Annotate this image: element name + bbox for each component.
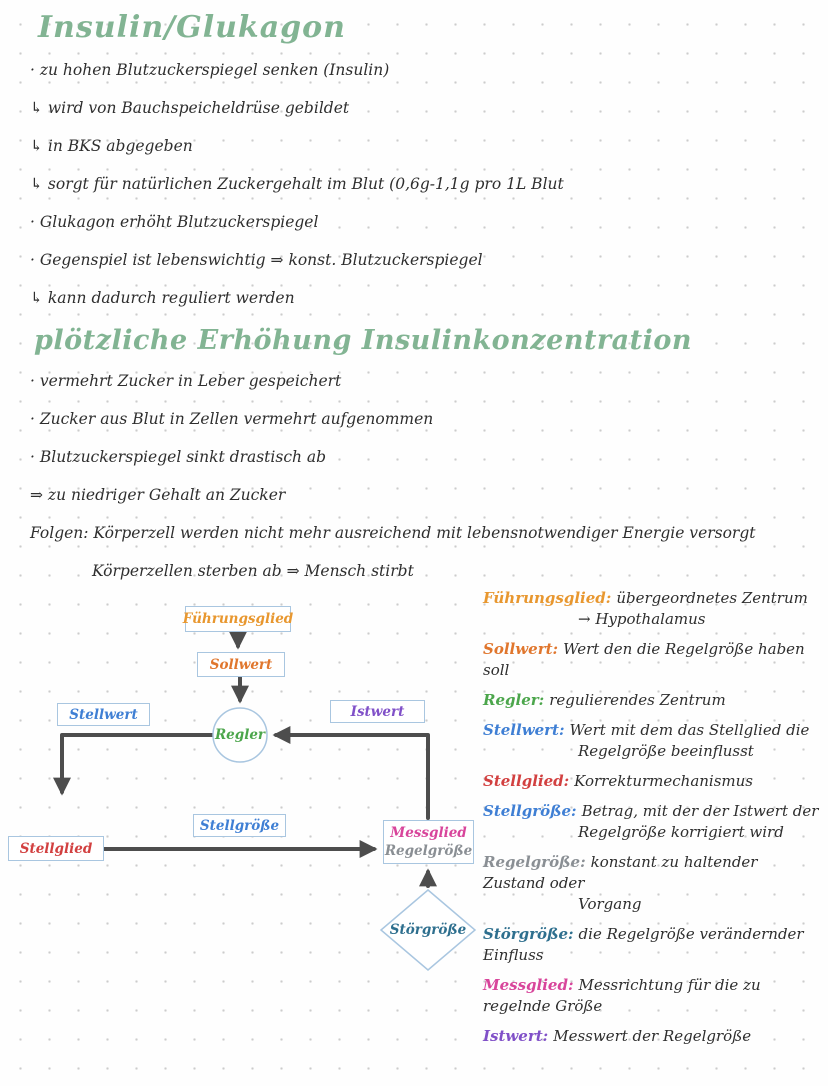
definition-term: Führungsglied: [483,589,612,607]
definition-term: Sollwert: [483,640,559,658]
node-stellgroesse: Stellgröße [193,814,286,837]
note-line: ↳ in BKS abgegeben [30,137,193,155]
note-line: ↳ kann dadurch reguliert werden [30,289,295,307]
note-line: · Zucker aus Blut in Zellen vermehrt auf… [30,410,434,428]
page-title: Insulin/Glukagon [38,10,346,45]
note-line: · Gegenspiel ist lebenswichtig ⇒ konst. … [30,251,483,269]
definition-term: Stellgröße: [483,802,577,820]
note-line: Folgen: Körperzell werden nicht mehr aus… [30,524,756,542]
note-line: · Glukagon erhöht Blutzuckerspiegel [30,213,319,231]
note-line: · zu hohen Blutzuckerspiegel senken (Ins… [30,61,390,79]
definition-stellgroesse: Stellgröße:Betrag, mit der der Istwert d… [483,801,821,843]
definition-text: Korrekturmechanismus [574,772,753,790]
definition-text-line2: Vorgang [578,895,642,913]
node-stoergroesse: Störgröße [389,922,467,938]
definition-text: Messwert der Regelgröße [553,1027,752,1045]
definition-text-line2: Regelgröße beeinflusst [578,742,754,760]
notes-content: Insulin/Glukagon · zu hohen Blutzuckersp… [30,10,808,590]
definition-stellwert: Stellwert:Wert mit dem das Stellglied di… [483,720,821,762]
regelgroesse-label: Regelgröße [384,843,473,859]
node-sollwert: Sollwert [197,652,285,677]
control-loop-diagram-arrows [53,628,477,971]
arrow-regler-stellglied [53,733,216,796]
definition-istwert: Istwert:Messwert der Regelgröße [483,1026,821,1047]
definitions-column: Führungsglied:übergeordnetes Zentrum → H… [483,588,821,1056]
definition-text-line2: → Hypothalamus [578,610,706,628]
definition-stoergroesse: Störgröße:die Regelgröße verändernder Ei… [483,924,821,966]
notes-section-1: · zu hohen Blutzuckerspiegel senken (Ins… [30,51,808,317]
definition-text: die Regelgröße verändernder Einfluss [483,925,804,964]
definition-term: Regler: [483,691,545,709]
definition-messglied: Messglied:Messrichtung für die zu regeln… [483,975,821,1017]
definition-text: Betrag, mit der der Istwert der [581,802,819,820]
definition-stellglied: Stellglied:Korrekturmechanismus [483,771,821,792]
note-line: Körperzellen sterben ab ⇒ Mensch stirbt [92,562,414,580]
definition-fuehrungsglied: Führungsglied:übergeordnetes Zentrum → H… [483,588,821,630]
note-line: ↳ sorgt für natürlichen Zuckergehalt im … [30,175,564,193]
messglied-label: Messglied [390,825,467,841]
definition-term: Störgröße: [483,925,574,943]
node-istwert: Istwert [330,700,425,723]
definition-text: übergeordnetes Zentrum [616,589,808,607]
definition-text: Wert mit dem das Stellglied die [569,721,810,739]
definition-text: Wert den die Regelgröße haben soll [483,640,805,679]
definition-term: Stellwert: [483,721,565,739]
regler-circle [212,707,268,763]
node-stellwert: Stellwert [57,703,150,726]
definition-text: konstant zu haltender Zustand oder [483,853,758,892]
note-line: ↳ wird von Bauchspeicheldrüse gebildet [30,99,350,117]
note-line: ⇒ zu niedriger Gehalt an Zucker [30,486,286,504]
definition-sollwert: Sollwert:Wert den die Regelgröße haben s… [483,639,821,681]
definition-term: Stellglied: [483,772,570,790]
note-line: · vermehrt Zucker in Leber gespeichert [30,372,342,390]
arrow-messglied-regler [272,726,430,820]
node-stellglied: Stellglied [8,836,104,861]
definition-term: Messglied: [483,976,574,994]
node-regler: Regler [214,727,266,743]
definition-term: Regelgröße: [483,853,586,871]
definition-regelgroesse: Regelgröße:konstant zu haltender Zustand… [483,852,821,915]
node-messglied: Messglied Regelgröße [383,820,474,864]
definition-text: Messrichtung für die zu regelnde Größe [483,976,761,1015]
stoergroesse-diamond [379,889,477,971]
section-heading: plötzliche Erhöhung Insulinkonzentration [34,325,693,356]
definition-text-line2: Regelgröße korrigiert wird [578,823,784,841]
node-fuehrungsglied: Führungsglied [183,606,293,632]
definition-regler: Regler:regulierendes Zentrum [483,690,821,711]
notes-section-2: · vermehrt Zucker in Leber gespeichert ·… [30,362,808,590]
note-line: · Blutzuckerspiegel sinkt drastisch ab [30,448,327,466]
definition-term: Istwert: [483,1027,549,1045]
definition-text: regulierendes Zentrum [549,691,726,709]
